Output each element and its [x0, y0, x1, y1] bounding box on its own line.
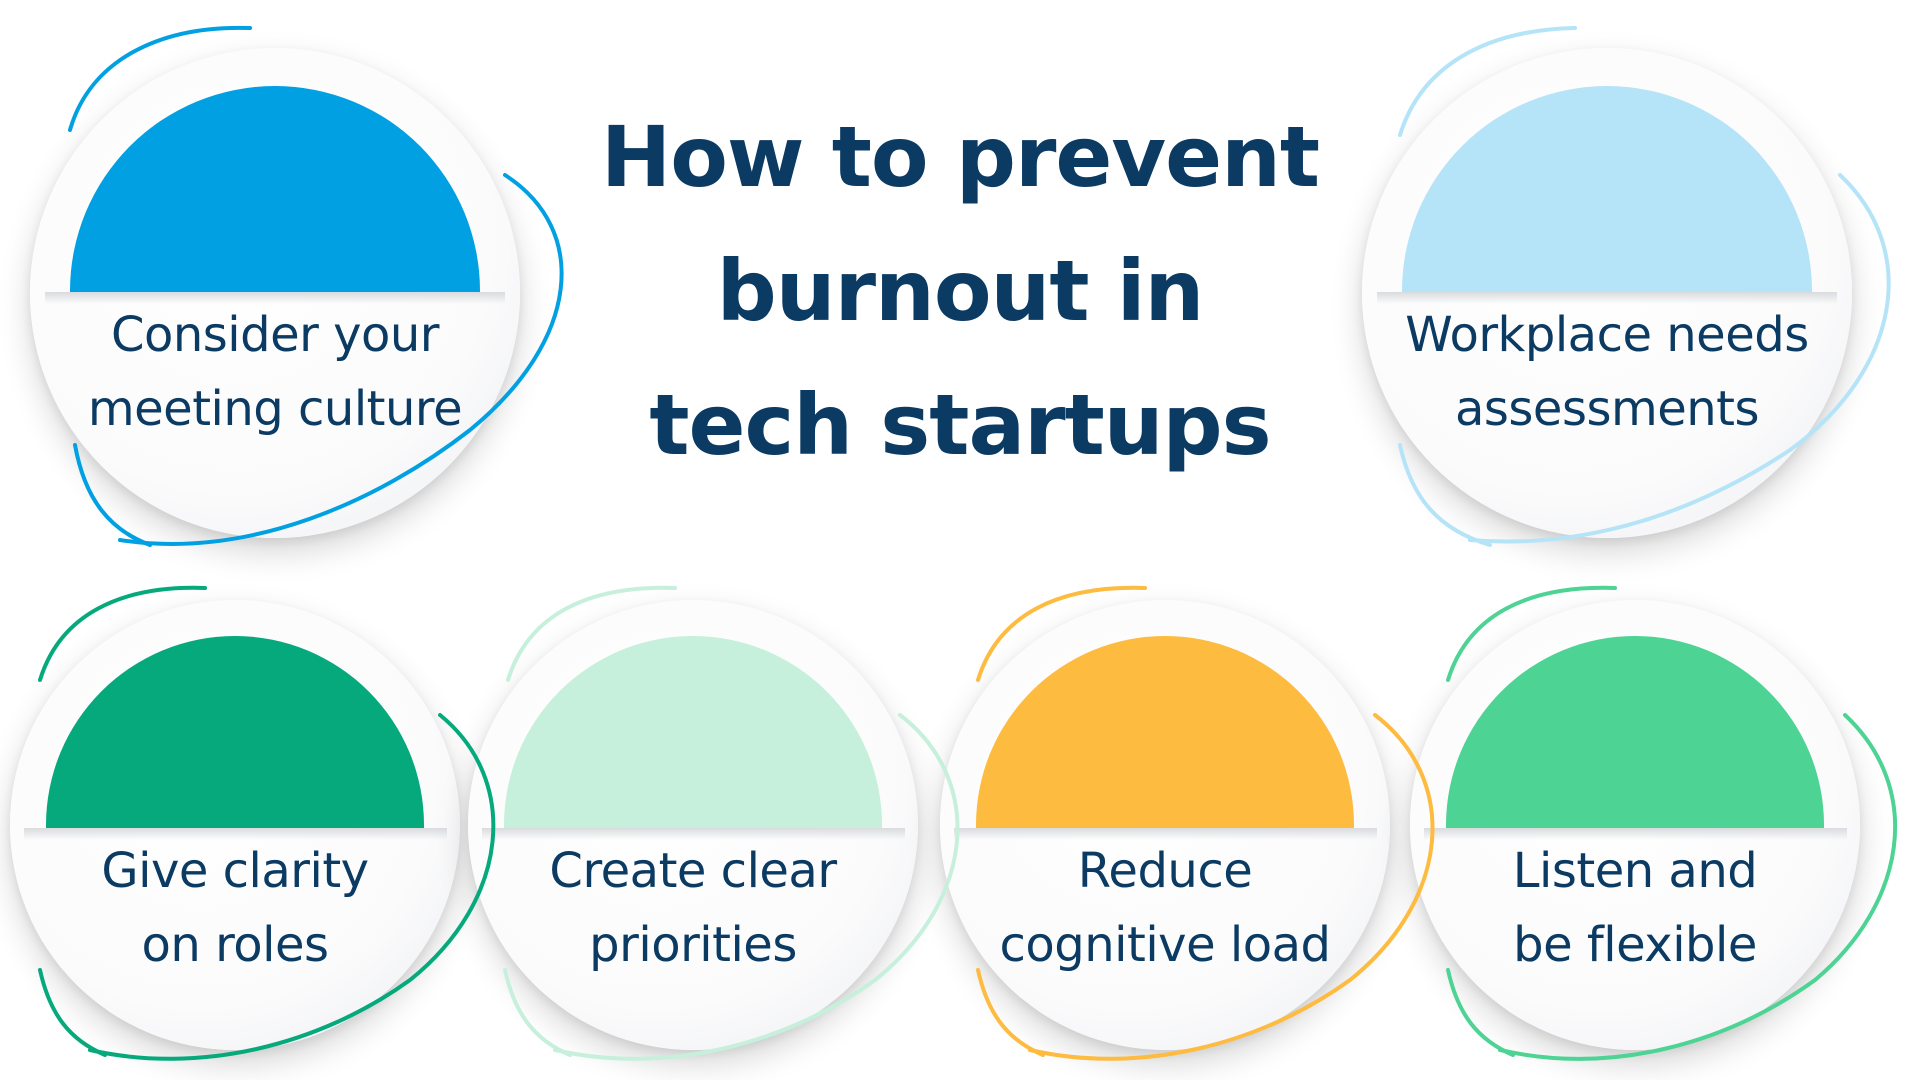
dome-shadow-band: [23, 828, 447, 840]
label-line-1: Consider your: [110, 307, 440, 363]
card-clarity-roles: Give clarity on roles: [10, 600, 460, 1050]
label-line-1: Give clarity: [101, 843, 369, 899]
label-meeting-culture: Consider your meeting culture: [30, 298, 520, 446]
dome-shadow-band: [44, 292, 506, 304]
title-line-1: How to prevent: [600, 108, 1320, 206]
label-line-2: meeting culture: [87, 381, 463, 437]
label-workplace-needs: Workplace needs assessments: [1362, 298, 1852, 446]
label-clarity-roles: Give clarity on roles: [10, 834, 460, 982]
title-line-3: tech startups: [649, 376, 1271, 474]
label-line-2: on roles: [141, 917, 329, 973]
label-clear-priorities: Create clear priorities: [468, 834, 918, 982]
dome-shadow-band: [953, 828, 1377, 840]
title-line-2: burnout in: [716, 242, 1205, 340]
label-line-2: assessments: [1454, 381, 1760, 437]
dome-shadow-band: [481, 828, 905, 840]
label-cognitive-load: Reduce cognitive load: [940, 834, 1390, 982]
label-line-2: cognitive load: [999, 917, 1331, 973]
label-listen-flexible: Listen and be flexible: [1410, 834, 1860, 982]
label-line-2: be flexible: [1513, 917, 1757, 973]
card-cognitive-load: Reduce cognitive load: [940, 600, 1390, 1050]
dome-shadow-band: [1423, 828, 1847, 840]
label-line-1: Reduce: [1077, 843, 1253, 899]
dome-shadow-band: [1376, 292, 1838, 304]
card-listen-flexible: Listen and be flexible: [1410, 600, 1860, 1050]
page-title: How to prevent burnout in tech startups: [560, 90, 1360, 492]
card-workplace-needs: Workplace needs assessments: [1362, 48, 1852, 538]
card-clear-priorities: Create clear priorities: [468, 600, 918, 1050]
card-meeting-culture: Consider your meeting culture: [30, 48, 520, 538]
label-line-1: Listen and: [1512, 843, 1758, 899]
label-line-1: Create clear: [549, 843, 837, 899]
label-line-1: Workplace needs: [1405, 307, 1809, 363]
label-line-2: priorities: [589, 917, 797, 973]
